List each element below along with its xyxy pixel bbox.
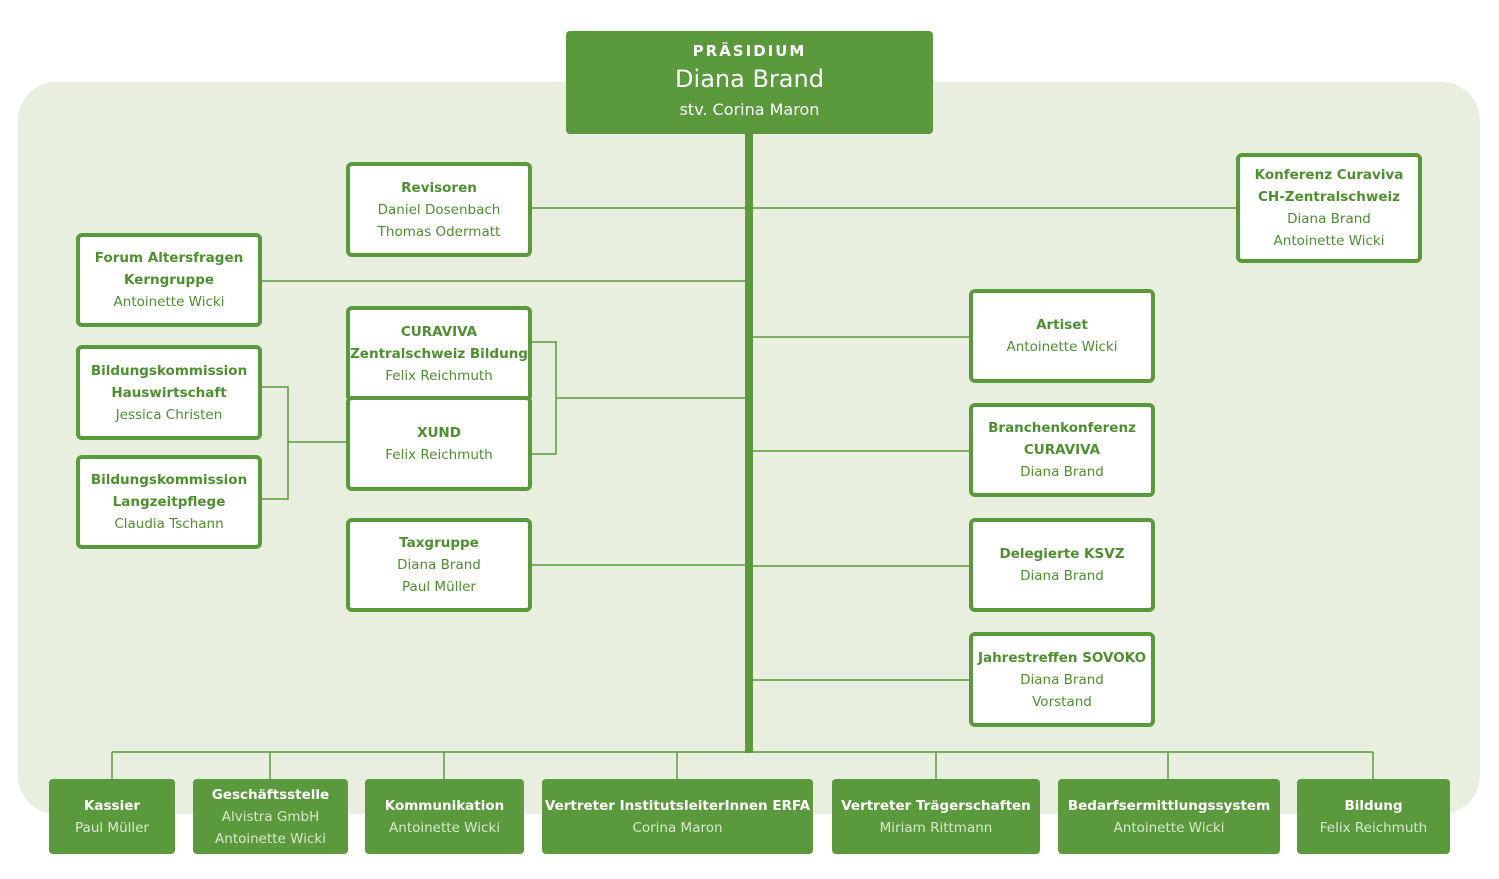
vertreter-erfa-box: Vertreter InstitutsleiterInnen ERFA Cori…: [542, 779, 813, 854]
kommunikation-title: Kommunikation: [384, 797, 505, 814]
curaviva-bildung-member: Felix Reichmuth: [385, 368, 493, 384]
forum-altersfragen-box: Forum Altersfragen Kerngruppe Antoinette…: [76, 233, 262, 327]
praesidium-name: Diana Brand: [675, 65, 824, 93]
kassier-title: Kassier: [83, 797, 141, 814]
bildung-member: Felix Reichmuth: [1319, 819, 1428, 836]
vertreter-traeger-member: Miriam Rittmann: [879, 819, 993, 836]
kommunikation-box: Kommunikation Antoinette Wicki: [365, 779, 524, 854]
vertreter-erfa-member: Corina Maron: [632, 819, 723, 836]
konferenz-member: Antoinette Wicki: [1273, 233, 1385, 249]
branchen-subtitle: CURAVIVA: [1023, 442, 1101, 458]
artiset-box: Artiset Antoinette Wicki: [969, 289, 1155, 383]
xund-box: XUND Felix Reichmuth: [346, 396, 532, 491]
vertreter-traeger-title: Vertreter Trägerschaften: [841, 797, 1031, 814]
branchenkonferenz-box: Branchenkonferenz CURAVIVA Diana Brand: [969, 403, 1155, 497]
bildungskommission-hauswirtschaft-box: Bildungskommission Hauswirtschaft Jessic…: [76, 345, 262, 440]
vertreter-traegerschaften-box: Vertreter Trägerschaften Miriam Rittmann: [832, 779, 1040, 854]
bk-haus-subtitle: Hauswirtschaft: [111, 384, 227, 401]
kassier-box: Kassier Paul Müller: [49, 779, 175, 854]
sovoko-member: Vorstand: [1032, 693, 1092, 710]
revisoren-member: Thomas Odermatt: [377, 223, 501, 240]
taxgruppe-title: Taxgruppe: [399, 535, 479, 551]
konferenz-subtitle: CH-Zentralschweiz: [1258, 189, 1400, 205]
delegierte-member: Diana Brand: [1020, 568, 1104, 584]
xund-member: Felix Reichmuth: [385, 446, 493, 463]
connector-curaviva-xund-bracket: [531, 341, 557, 455]
geschaeftsstelle-member: Alvistra GmbH: [221, 808, 320, 825]
sovoko-member: Diana Brand: [1020, 671, 1104, 688]
konferenz-title: Konferenz Curaviva: [1254, 167, 1404, 183]
taxgruppe-member: Diana Brand: [397, 557, 481, 573]
curaviva-bildung-subtitle: Zentralschweiz Bildung: [350, 346, 528, 362]
revisoren-title: Revisoren: [401, 179, 477, 196]
bk-haus-title: Bildungskommission: [90, 362, 248, 379]
artiset-title: Artiset: [1036, 317, 1088, 333]
konferenz-curaviva-box: Konferenz Curaviva CH-Zentralschweiz Dia…: [1236, 153, 1422, 263]
bk-lang-member: Claudia Tschann: [114, 516, 224, 532]
praesidium-box: PRÄSIDIUM Diana Brand stv. Corina Maron: [566, 31, 933, 134]
xund-title: XUND: [417, 424, 461, 441]
revisoren-box: Revisoren Daniel Dosenbach Thomas Oderma…: [346, 162, 532, 257]
bildung-box: Bildung Felix Reichmuth: [1297, 779, 1450, 854]
artiset-member: Antoinette Wicki: [1006, 339, 1118, 355]
main-trunk: [745, 133, 753, 753]
bedarf-member: Antoinette Wicki: [1113, 819, 1225, 836]
forum-member: Antoinette Wicki: [113, 294, 225, 310]
bedarf-title: Bedarfsermittlungssystem: [1067, 797, 1271, 814]
bildungskommission-langzeitpflege-box: Bildungskommission Langzeitpflege Claudi…: [76, 455, 262, 549]
geschaeftsstelle-box: Geschäftsstelle Alvistra GmbH Antoinette…: [193, 779, 348, 854]
revisoren-member: Daniel Dosenbach: [377, 201, 501, 218]
connector-bildungskommission-bracket: [261, 386, 289, 500]
kassier-member: Paul Müller: [75, 819, 149, 836]
geschaeftsstelle-title: Geschäftsstelle: [211, 786, 330, 803]
bildung-title: Bildung: [1344, 797, 1403, 814]
curaviva-bildung-title: CURAVIVA: [400, 324, 478, 340]
konferenz-member: Diana Brand: [1287, 211, 1371, 227]
branchen-member: Diana Brand: [1020, 464, 1104, 480]
praesidium-title: PRÄSIDIUM: [692, 42, 807, 60]
taxgruppe-box: Taxgruppe Diana Brand Paul Müller: [346, 518, 532, 612]
praesidium-deputy: stv. Corina Maron: [679, 100, 820, 119]
taxgruppe-member: Paul Müller: [402, 579, 476, 595]
forum-title: Forum Altersfragen: [94, 250, 244, 266]
bk-haus-member: Jessica Christen: [115, 406, 223, 423]
branchen-title: Branchenkonferenz: [988, 420, 1136, 436]
delegierte-title: Delegierte KSVZ: [999, 546, 1125, 562]
vertreter-erfa-title: Vertreter InstitutsleiterInnen ERFA: [544, 797, 811, 814]
bk-lang-subtitle: Langzeitpflege: [112, 494, 226, 510]
delegierte-ksvz-box: Delegierte KSVZ Diana Brand: [969, 518, 1155, 612]
geschaeftsstelle-member: Antoinette Wicki: [215, 830, 326, 847]
sovoko-box: Jahrestreffen SOVOKO Diana Brand Vorstan…: [969, 632, 1155, 727]
forum-subtitle: Kerngruppe: [123, 272, 215, 288]
bk-lang-title: Bildungskommission: [90, 472, 248, 488]
kommunikation-member: Antoinette Wicki: [389, 819, 500, 836]
sovoko-title: Jahrestreffen SOVOKO: [977, 649, 1147, 666]
curaviva-bildung-box: CURAVIVA Zentralschweiz Bildung Felix Re…: [346, 306, 532, 402]
bedarfsermittlungssystem-box: Bedarfsermittlungssystem Antoinette Wick…: [1058, 779, 1280, 854]
